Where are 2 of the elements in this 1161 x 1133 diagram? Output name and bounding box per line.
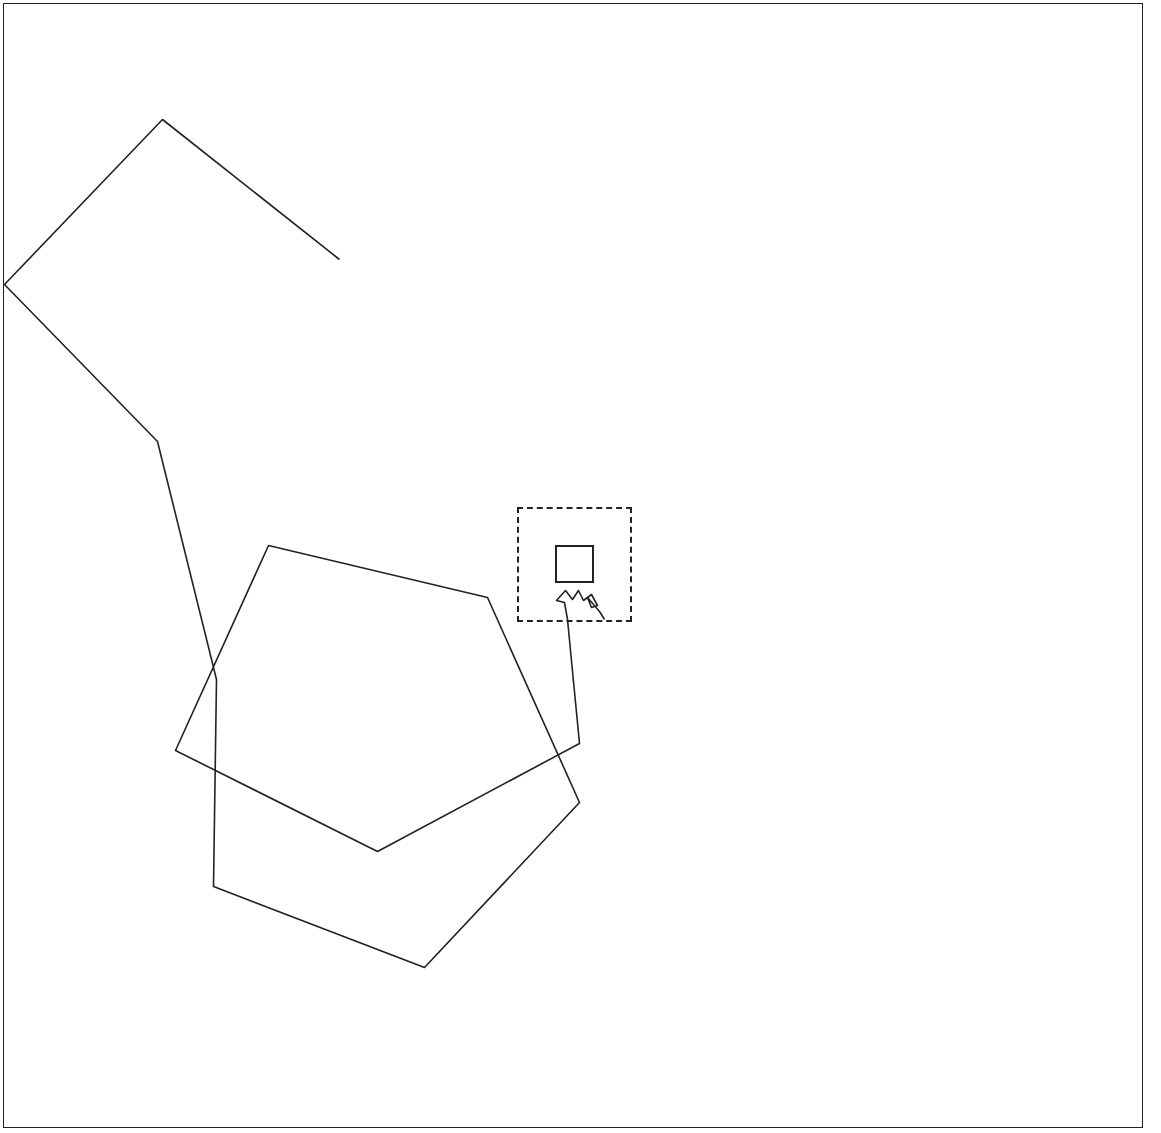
dashed-frame bbox=[516, 506, 632, 622]
square-box bbox=[554, 544, 594, 583]
